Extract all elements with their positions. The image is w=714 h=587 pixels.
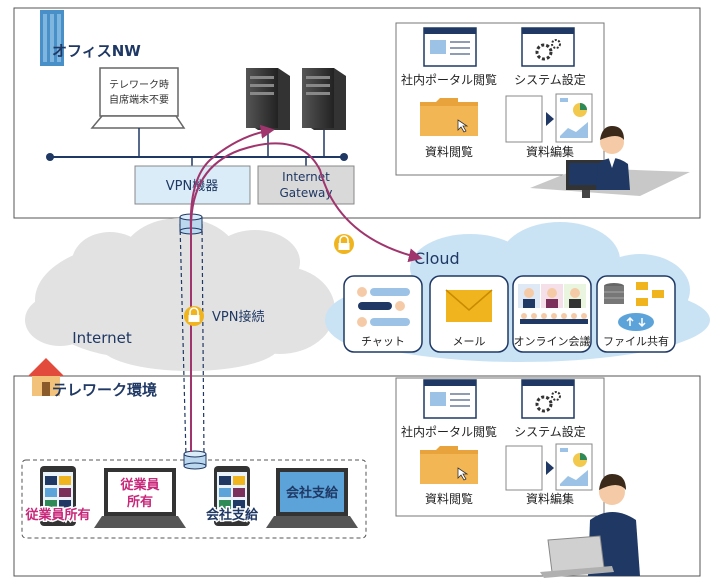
telework-worker-icon bbox=[540, 474, 640, 578]
vpn-connection-label: VPN接続 bbox=[212, 309, 264, 325]
vpn-tunnel-right bbox=[201, 223, 205, 457]
device-label-company-phone: 会社支給 bbox=[206, 507, 259, 523]
device-label-company-laptop: 会社支給 bbox=[286, 485, 339, 501]
cloud-route-arrow bbox=[189, 142, 423, 263]
telework-title: テレワーク環境 bbox=[52, 381, 157, 399]
device-label-employee-laptop-2: 所有 bbox=[127, 494, 153, 510]
fileshare-service-tile bbox=[596, 275, 676, 353]
office-title: オフィスNW bbox=[52, 42, 141, 60]
office-app-docs-edit: 資料編集 bbox=[526, 144, 574, 159]
telework-app-portal: 社内ポータル閲覧 bbox=[401, 424, 497, 439]
service-label-meeting: オンライン会議 bbox=[514, 334, 591, 348]
service-label-chat: チャット bbox=[361, 335, 405, 348]
office-laptop-label-2: 自席端末不要 bbox=[109, 93, 169, 106]
telework-app-docs-edit: 資料編集 bbox=[526, 491, 574, 506]
lock-icon bbox=[334, 234, 354, 254]
office-app-portal: 社内ポータル閲覧 bbox=[401, 72, 497, 87]
folder-icon bbox=[420, 446, 478, 484]
folder-icon bbox=[420, 98, 478, 136]
chat-service-tile bbox=[343, 275, 423, 353]
settings-window-icon bbox=[521, 27, 575, 67]
portal-window-icon bbox=[423, 379, 477, 419]
settings-window-icon bbox=[521, 379, 575, 419]
office-app-system: システム設定 bbox=[514, 72, 586, 87]
gateway-box bbox=[257, 165, 355, 205]
internet-cloud bbox=[25, 218, 335, 371]
device-label-employee-laptop-1: 従業員 bbox=[119, 477, 159, 493]
service-label-fileshare: ファイル共有 bbox=[603, 334, 669, 348]
telework-app-docs-view: 資料閲覧 bbox=[425, 492, 473, 506]
gateway-label-1: Internet bbox=[282, 170, 330, 184]
service-label-mail: メール bbox=[453, 335, 486, 348]
employee-laptop-icon bbox=[94, 468, 186, 528]
company-laptop-icon bbox=[266, 468, 358, 528]
meeting-service-tile bbox=[512, 275, 592, 353]
office-app-docs-view: 資料閲覧 bbox=[425, 145, 473, 159]
office-laptop-label-1: テレワーク時 bbox=[109, 79, 169, 91]
vpn-tunnel-left bbox=[179, 223, 187, 457]
device-label-employee-phone: 従業員所有 bbox=[24, 507, 90, 523]
telework-app-system: システム設定 bbox=[514, 424, 586, 439]
company-phone-icon bbox=[214, 466, 250, 526]
doc-edit-icon bbox=[505, 93, 593, 143]
employee-phone-icon bbox=[40, 466, 76, 526]
cloud-label: Cloud bbox=[414, 249, 460, 268]
lock-icon bbox=[184, 306, 204, 326]
mail-service-tile bbox=[429, 275, 509, 353]
doc-edit-icon bbox=[505, 443, 593, 491]
internet-label: Internet bbox=[72, 329, 132, 347]
office-laptop-icon bbox=[90, 67, 186, 129]
building-icon bbox=[40, 10, 64, 66]
office-worker-icon bbox=[530, 126, 690, 198]
server-icon bbox=[246, 68, 290, 130]
vpn-bottom-cylinder-icon bbox=[183, 450, 207, 470]
vpn-device-label: VPN機器 bbox=[166, 179, 218, 194]
server-icon bbox=[302, 68, 346, 130]
house-icon bbox=[28, 358, 64, 396]
portal-window-icon bbox=[423, 27, 477, 67]
gateway-label-2: Gateway bbox=[279, 186, 332, 200]
